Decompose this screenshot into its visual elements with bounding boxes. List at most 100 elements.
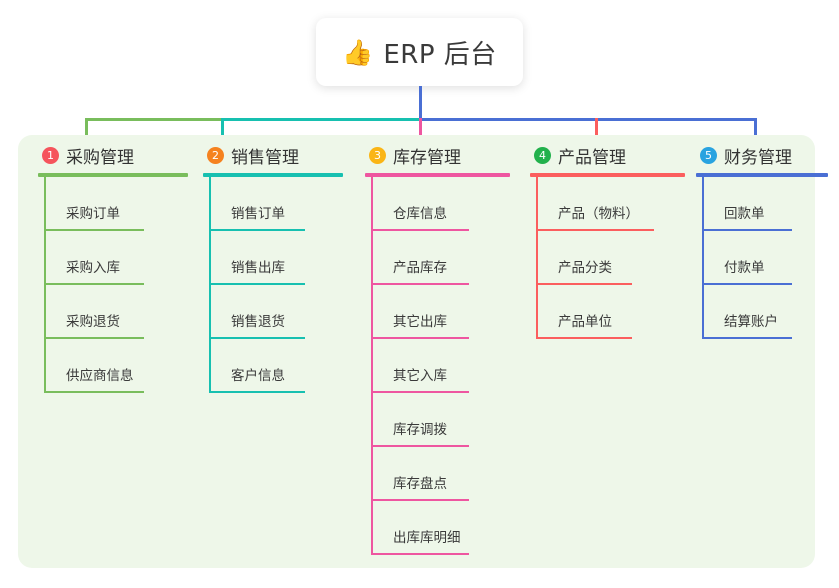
leaf-item[interactable]: 产品单位 [536, 285, 685, 339]
leaf-item-label: 库存调拨 [393, 422, 447, 438]
leaf-item-label: 产品库存 [393, 260, 447, 276]
leaf-item-label: 采购退货 [66, 314, 120, 330]
leaf-item-label: 出库库明细 [393, 530, 461, 546]
leaf-item[interactable]: 库存调拨 [371, 393, 510, 447]
branch-number-badge: 1 [42, 146, 59, 164]
leaf-item[interactable]: 回款单 [702, 177, 828, 231]
trunk-connector-vertical [419, 86, 422, 119]
leaf-item-rule [209, 337, 305, 339]
branch-header-rule [365, 173, 510, 177]
branch-title: 产品管理 [558, 147, 626, 168]
branch-column-sales: 2 销售管理 销售订单 销售出库 销售退货 客户信息 [203, 143, 343, 393]
branch-leaf-list: 回款单 付款单 结算账户 [702, 177, 828, 339]
branch-header[interactable]: 4 产品管理 [530, 143, 685, 168]
leaf-item[interactable]: 产品（物料） [536, 177, 685, 231]
leaf-item-rule [702, 229, 792, 231]
thumbs-up-icon: 👍 [342, 37, 374, 67]
leaf-item-rule [536, 283, 632, 285]
branch-header[interactable]: 5 财务管理 [696, 143, 828, 168]
branch-number-badge: 5 [700, 146, 717, 164]
leaf-item-rule [371, 445, 469, 447]
leaf-item[interactable]: 出库库明细 [371, 501, 510, 555]
leaf-item[interactable]: 销售订单 [209, 177, 343, 231]
branch-header-rule [38, 173, 188, 177]
leaf-item-rule [702, 337, 792, 339]
leaf-item[interactable]: 采购入库 [44, 231, 188, 285]
leaf-item-label: 结算账户 [724, 314, 778, 330]
leaf-item[interactable]: 销售出库 [209, 231, 343, 285]
leaf-item-rule [371, 337, 469, 339]
branch-stem [371, 177, 373, 555]
leaf-item-rule [536, 337, 632, 339]
branch-title: 采购管理 [66, 147, 134, 168]
bus-connector-segment-blue [419, 118, 757, 121]
branch-column-finance: 5 财务管理 回款单 付款单 结算账户 [696, 143, 828, 339]
branch-leaf-list: 仓库信息 产品库存 其它出库 其它入库 库存调拨 库存盘点 出库库明细 [371, 177, 510, 555]
branch-column-inventory: 3 库存管理 仓库信息 产品库存 其它出库 其它入库 库存调拨 库存盘点 [365, 143, 510, 555]
bus-connector-segment-green [85, 118, 222, 121]
leaf-item-rule [209, 391, 305, 393]
branch-number-badge: 3 [369, 146, 386, 164]
leaf-item-rule [371, 229, 469, 231]
leaf-item-rule [209, 283, 305, 285]
leaf-item[interactable]: 销售退货 [209, 285, 343, 339]
branch-stem [536, 177, 538, 339]
leaf-item[interactable]: 库存盘点 [371, 447, 510, 501]
branch-stem [44, 177, 46, 393]
leaf-item[interactable]: 产品库存 [371, 231, 510, 285]
branch-header[interactable]: 3 库存管理 [365, 143, 510, 168]
branch-number-badge: 4 [534, 146, 551, 164]
leaf-item-rule [44, 391, 144, 393]
leaf-item-label: 付款单 [724, 260, 765, 276]
leaf-item-label: 产品单位 [558, 314, 612, 330]
branch-header[interactable]: 2 销售管理 [203, 143, 343, 168]
leaf-item-label: 销售退货 [231, 314, 285, 330]
leaf-item[interactable]: 供应商信息 [44, 339, 188, 393]
leaf-item[interactable]: 其它出库 [371, 285, 510, 339]
branch-header-rule [203, 173, 343, 177]
branch-header[interactable]: 1 采购管理 [38, 143, 188, 168]
leaf-item-label: 销售订单 [231, 206, 285, 222]
leaf-item-label: 产品（物料） [558, 206, 639, 222]
leaf-item-rule [371, 283, 469, 285]
branch-stem [209, 177, 211, 393]
branch-column-purchasing: 1 采购管理 采购订单 采购入库 采购退货 供应商信息 [38, 143, 188, 393]
diagram-panel [18, 135, 815, 568]
leaf-item[interactable]: 客户信息 [209, 339, 343, 393]
leaf-item-rule [209, 229, 305, 231]
leaf-item-rule [371, 391, 469, 393]
leaf-item-label: 销售出库 [231, 260, 285, 276]
root-node-card[interactable]: 👍 ERP 后台 [316, 18, 523, 86]
leaf-item-rule [536, 229, 654, 231]
leaf-item[interactable]: 产品分类 [536, 231, 685, 285]
leaf-item-label: 产品分类 [558, 260, 612, 276]
branch-title: 销售管理 [231, 147, 299, 168]
leaf-item-label: 其它出库 [393, 314, 447, 330]
branch-leaf-list: 采购订单 采购入库 采购退货 供应商信息 [44, 177, 188, 393]
leaf-item[interactable]: 采购退货 [44, 285, 188, 339]
branch-leaf-list: 销售订单 销售出库 销售退货 客户信息 [209, 177, 343, 393]
leaf-item-label: 库存盘点 [393, 476, 447, 492]
leaf-item[interactable]: 采购订单 [44, 177, 188, 231]
leaf-item-label: 采购入库 [66, 260, 120, 276]
root-node-title: ERP 后台 [383, 39, 497, 70]
leaf-item-rule [702, 283, 792, 285]
leaf-item[interactable]: 付款单 [702, 231, 828, 285]
branch-title: 库存管理 [393, 147, 461, 168]
leaf-item[interactable]: 仓库信息 [371, 177, 510, 231]
leaf-item-rule [44, 229, 144, 231]
leaf-item-label: 其它入库 [393, 368, 447, 384]
leaf-item-label: 回款单 [724, 206, 765, 222]
leaf-item-label: 供应商信息 [66, 368, 134, 384]
branch-stem [702, 177, 704, 339]
branch-header-rule [696, 173, 828, 177]
branch-number-badge: 2 [207, 146, 224, 164]
leaf-item[interactable]: 结算账户 [702, 285, 828, 339]
bus-connector-segment-teal [221, 118, 420, 121]
leaf-item[interactable]: 其它入库 [371, 339, 510, 393]
leaf-item-rule [371, 499, 469, 501]
leaf-item-rule [371, 553, 469, 555]
branch-leaf-list: 产品（物料） 产品分类 产品单位 [536, 177, 685, 339]
leaf-item-rule [44, 283, 144, 285]
branch-title: 财务管理 [724, 147, 792, 168]
